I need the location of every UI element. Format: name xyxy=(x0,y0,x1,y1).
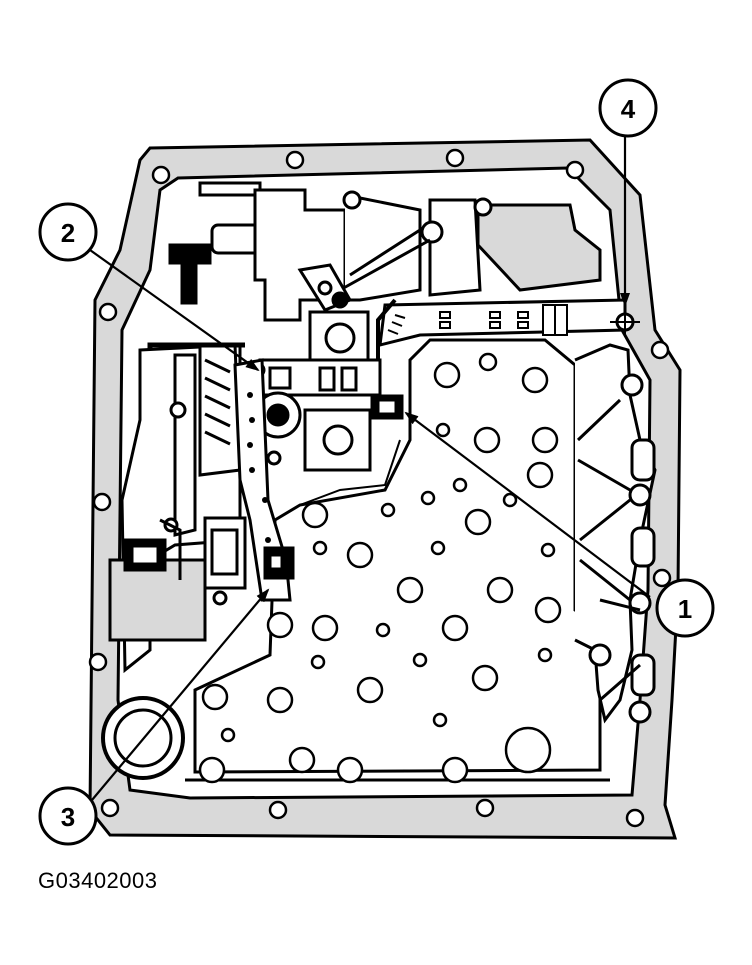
leader-2 xyxy=(89,249,260,372)
callout-leaders xyxy=(89,130,651,801)
svg-text:4: 4 xyxy=(621,94,636,124)
plate-holes xyxy=(198,352,562,784)
left-valve-stack xyxy=(108,342,295,674)
callout-1: 1 xyxy=(655,578,715,638)
figure-code: G03402003 xyxy=(38,868,158,893)
upper-mechanism xyxy=(168,181,640,347)
callout-4: 4 xyxy=(598,78,658,138)
callout-2: 2 xyxy=(38,202,98,262)
svg-text:2: 2 xyxy=(61,218,75,248)
right-channel xyxy=(574,343,657,724)
svg-text:1: 1 xyxy=(678,594,692,624)
perimeter-bolt-holes xyxy=(88,148,672,828)
leader-1a xyxy=(404,411,651,598)
leader-3 xyxy=(91,588,270,801)
channel-line xyxy=(299,439,401,506)
solenoid-block xyxy=(250,298,404,472)
callout-3: 3 xyxy=(38,786,98,846)
svg-text:3: 3 xyxy=(61,802,75,832)
